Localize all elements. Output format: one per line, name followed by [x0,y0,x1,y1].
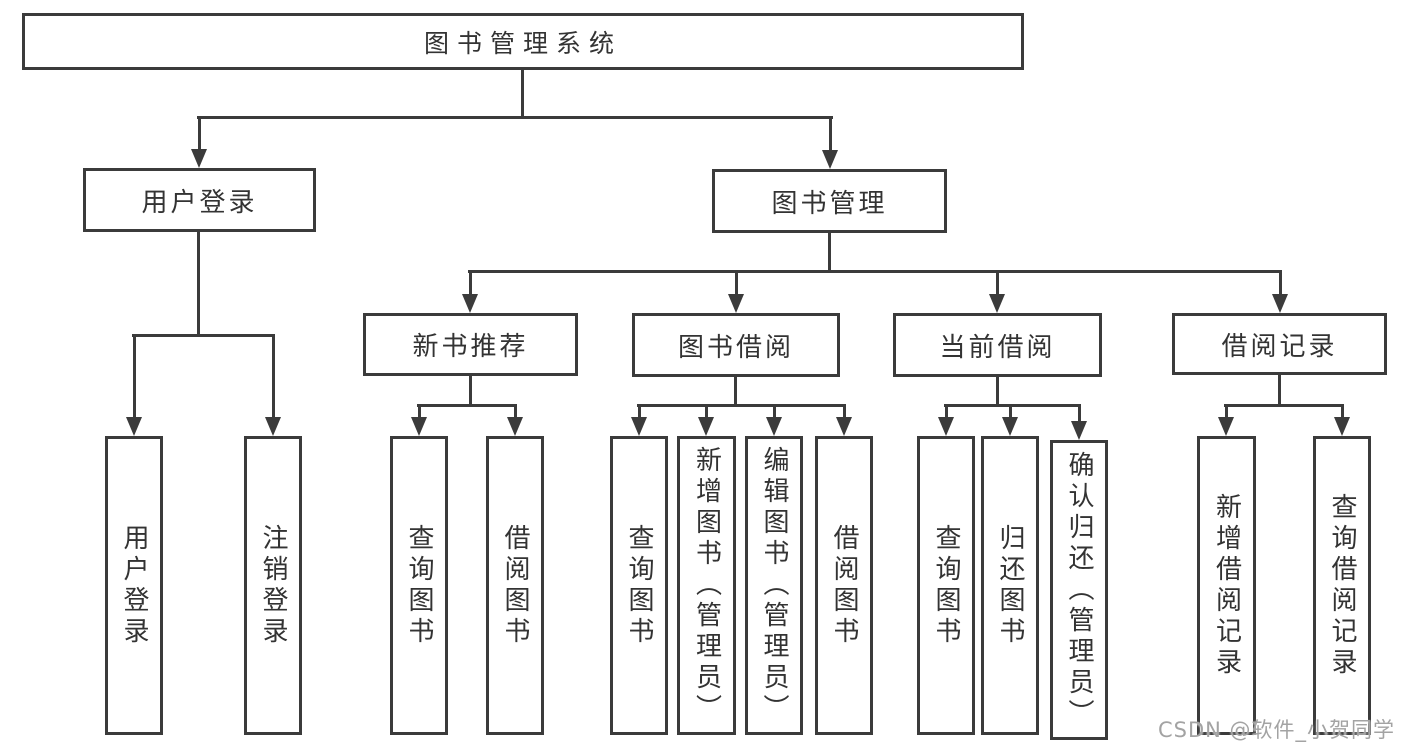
arrow-down-borrow-record [1272,272,1288,313]
node-book-management: 图书管理 [712,169,947,233]
arrow-down-leaf [938,406,954,436]
node-user-login-label: 用户登录 [141,187,258,218]
node-current-borrow-label: 当前借阅 [939,332,1056,363]
leaf-edit-book-admin-label: 编辑图书（管理员） [759,446,789,725]
connector-borrow-record-branch [1224,404,1344,407]
leaf-borrow-book-1: 借阅图书 [486,436,544,735]
connector-user-login-branch [132,334,275,337]
leaf-logout-label: 注销登录 [258,523,288,648]
leaf-query-book-1-label: 查询图书 [404,523,434,648]
arrow-down-leaf [766,406,782,436]
connector-current-borrow-branch [944,404,1081,407]
arrow-down-leaf [631,406,647,436]
node-user-login: 用户登录 [83,168,316,232]
arrow-down-leaf [1071,406,1087,440]
connector-book-management-stem [828,231,831,272]
node-root-label: 图书管理系统 [423,28,622,58]
leaf-query-borrow-record-label: 查询借阅记录 [1327,492,1357,679]
arrow-down-leaf [1334,406,1350,436]
connector-root-stem [521,68,524,118]
connector-root-branch [197,116,833,119]
arrow-down-current-borrow [989,272,1005,313]
leaf-add-borrow-record: 新增借阅记录 [1197,436,1256,735]
connector-book-borrow-stem [734,375,737,405]
leaf-return-book-label: 归还图书 [995,523,1025,648]
leaf-edit-book-admin: 编辑图书（管理员） [745,436,803,735]
node-book-borrow-label: 图书借阅 [677,332,794,363]
node-new-book-recommend-label: 新书推荐 [412,332,529,362]
connector-new-book-stem [469,374,472,405]
node-new-book-recommend: 新书推荐 [363,313,578,376]
node-root: 图书管理系统 [22,13,1024,70]
arrow-down-leaf [507,406,523,436]
arrow-down-leaf [1218,406,1234,436]
leaf-logout: 注销登录 [244,436,302,735]
csdn-watermark: CSDN @软件_小贺同学 [1158,718,1396,742]
leaf-add-book-admin: 新增图书（管理员） [677,436,736,735]
leaf-query-book-1: 查询图书 [390,436,448,735]
leaf-borrow-book-1-label: 借阅图书 [500,523,530,648]
arrow-down-new-book-recommend [462,272,478,313]
arrow-down-leaf [411,406,427,436]
arrow-down-leaf [1002,406,1018,436]
node-borrow-record: 借阅记录 [1172,313,1387,375]
arrow-down-logout-leaf [265,336,281,436]
arrow-down-book-management [822,118,838,169]
connector-book-borrow-branch [637,404,846,407]
leaf-query-book-2-label: 查询图书 [624,523,654,648]
leaf-user-login: 用户登录 [105,436,163,735]
leaf-confirm-return-admin: 确认归还（管理员） [1050,440,1108,740]
leaf-borrow-book-2-label: 借阅图书 [829,523,859,648]
leaf-query-book-2: 查询图书 [610,436,668,735]
node-current-borrow: 当前借阅 [893,313,1102,377]
leaf-borrow-book-2: 借阅图书 [815,436,873,735]
leaf-confirm-return-admin-label: 确认归还（管理员） [1064,450,1094,730]
connector-book-management-branch [468,270,1282,273]
leaf-user-login-label: 用户登录 [119,523,149,648]
arrow-down-book-borrow [728,272,744,313]
node-borrow-record-label: 借阅记录 [1221,331,1338,362]
arrow-down-leaf [836,406,852,436]
node-book-borrow: 图书借阅 [632,313,840,377]
node-book-management-label: 图书管理 [771,188,888,219]
leaf-query-book-3: 查询图书 [917,436,975,735]
leaf-query-borrow-record: 查询借阅记录 [1313,436,1371,735]
connector-user-login-stem [197,230,200,336]
arrow-down-login-leaf [126,336,142,436]
connector-new-book-branch [417,404,517,407]
connector-borrow-record-stem [1278,373,1281,405]
leaf-return-book: 归还图书 [981,436,1039,735]
leaf-add-borrow-record-label: 新增借阅记录 [1211,492,1242,679]
connector-current-borrow-stem [996,375,999,405]
leaf-query-book-3-label: 查询图书 [931,523,961,648]
arrow-down-user-login [191,118,207,168]
leaf-add-book-admin-label: 新增图书（管理员） [691,446,722,725]
arrow-down-leaf [698,406,714,436]
